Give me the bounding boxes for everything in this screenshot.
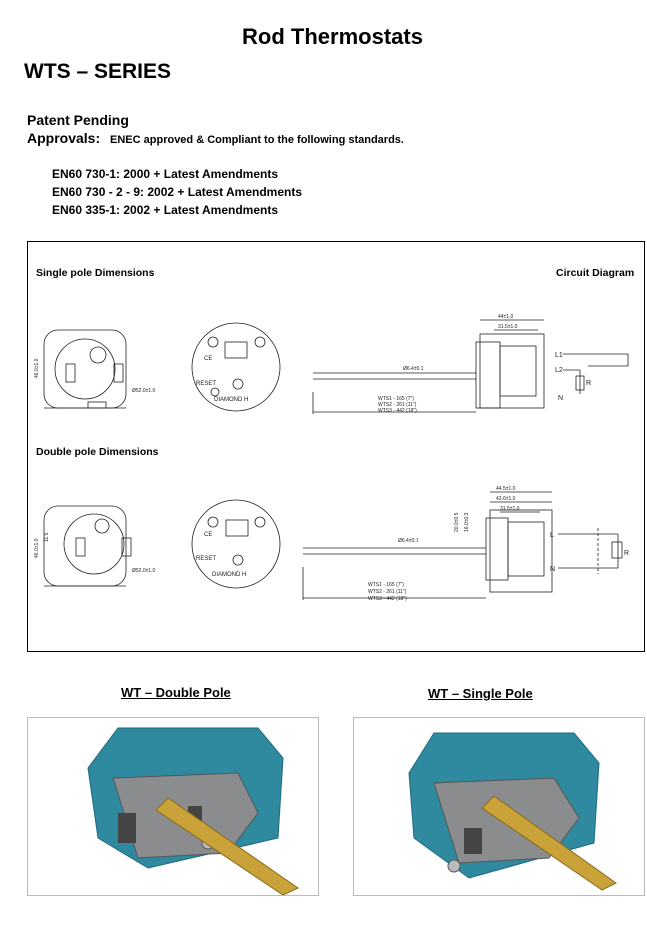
sp-circuit <box>563 353 629 394</box>
approvals-label: Approvals: <box>27 130 101 146</box>
sp-length-3: WTS3 - 442 (18") <box>378 408 417 414</box>
dp-circuit-n: N <box>550 566 555 573</box>
standard-item: EN60 730 - 2 - 9: 2002 + Latest Amendmen… <box>52 185 302 199</box>
dp-width2-dim: 31.5±1.0 <box>500 506 520 512</box>
sp-radius-dim: Ø52.0±1.0 <box>132 388 156 394</box>
sp-side-view <box>312 319 545 414</box>
dp-length-3: WTS3 - 442 (18") <box>368 596 407 602</box>
sp-ce-mark: CE <box>204 356 212 362</box>
sp-circuit-l1: L1 <box>555 352 563 359</box>
single-pole-thermostat-image <box>408 732 617 891</box>
standard-item: EN60 335-1: 2002 + Latest Amendments <box>52 203 278 217</box>
dp-circuit-l: L <box>550 532 554 539</box>
dp-width0-dim: 44.5±1.0 <box>496 486 516 492</box>
series-heading: WTS – SERIES <box>24 60 172 83</box>
dp-rod-od-dim: Ø6.4±0.1 <box>398 538 419 544</box>
sp-width-dim: 44±1.0 <box>498 314 513 320</box>
dp-front-view <box>43 505 132 587</box>
sp-length-2: WTS2 - 261 (11") <box>378 402 417 408</box>
dp-length-1: WTS1 - 165 (7") <box>368 582 404 588</box>
double-pole-photo <box>27 717 319 896</box>
patent-status: Patent Pending <box>27 112 129 128</box>
single-pole-photo <box>353 717 645 896</box>
sp-circuit-n: N <box>558 395 563 402</box>
double-pole-thermostat-image <box>87 727 300 896</box>
dp-ce-mark: CE <box>204 532 212 538</box>
sp-brand-label: DIAMOND H <box>214 397 248 403</box>
page-title: Rod Thermostats <box>242 24 423 49</box>
dp-circuit <box>558 528 623 574</box>
approvals-line: Approvals: ENEC approved & Compliant to … <box>27 130 404 146</box>
dp-reset-label: RESET <box>196 556 216 562</box>
dp-height-dim: 46.0±1.0 <box>34 538 40 558</box>
dp-width-dim: 43.6±1.0 <box>496 496 516 502</box>
dp-length-2: WTS2 - 261 (11") <box>368 589 407 595</box>
sp-front-view <box>43 329 127 409</box>
sp-reset-label: RESET <box>196 381 216 387</box>
single-pole-caption: WT – Single Pole <box>428 686 533 701</box>
sp-width2-dim: 31.5±1.0 <box>498 324 518 330</box>
sp-rod-od-dim: Ø6.4±0.1 <box>403 366 424 372</box>
approvals-text: ENEC approved & Compliant to the followi… <box>110 134 404 146</box>
dp-height2-dim: 11.5 <box>44 532 50 542</box>
double-pole-caption: WT – Double Pole <box>121 685 231 700</box>
circuit-diagram-label: Circuit Diagram <box>556 267 635 279</box>
single-pole-dimensions-label: Single pole Dimensions <box>36 267 155 279</box>
sp-circuit-l2: L2 <box>555 367 563 374</box>
dp-vert-dim-1: 20.0±0.5 <box>454 512 460 532</box>
dp-vert-dim-2: 16.0±0.3 <box>464 512 470 532</box>
dp-side-view <box>302 491 553 600</box>
dp-dial-view <box>191 499 281 589</box>
dp-circuit-r: R <box>624 550 629 557</box>
dimension-diagram-panel: Single pole Dimensions Double pole Dimen… <box>27 241 645 652</box>
sp-length-1: WTS1 - 165 (7") <box>378 396 414 402</box>
sp-dial-view <box>191 322 281 412</box>
sp-height-dim: 46.0±1.0 <box>34 358 40 378</box>
double-pole-dimensions-label: Double pole Dimensions <box>36 446 159 458</box>
technical-drawings: 46.0±1.0 Ø52.0±1.0 RESET DIAMOND H CE Ø6… <box>34 314 629 602</box>
standard-item: EN60 730-1: 2000 + Latest Amendments <box>52 167 278 181</box>
dp-brand-label: DIAMOND H <box>212 572 246 578</box>
sp-circuit-r: R <box>586 380 591 387</box>
dp-radius-dim: Ø52.0±1.0 <box>132 568 156 574</box>
